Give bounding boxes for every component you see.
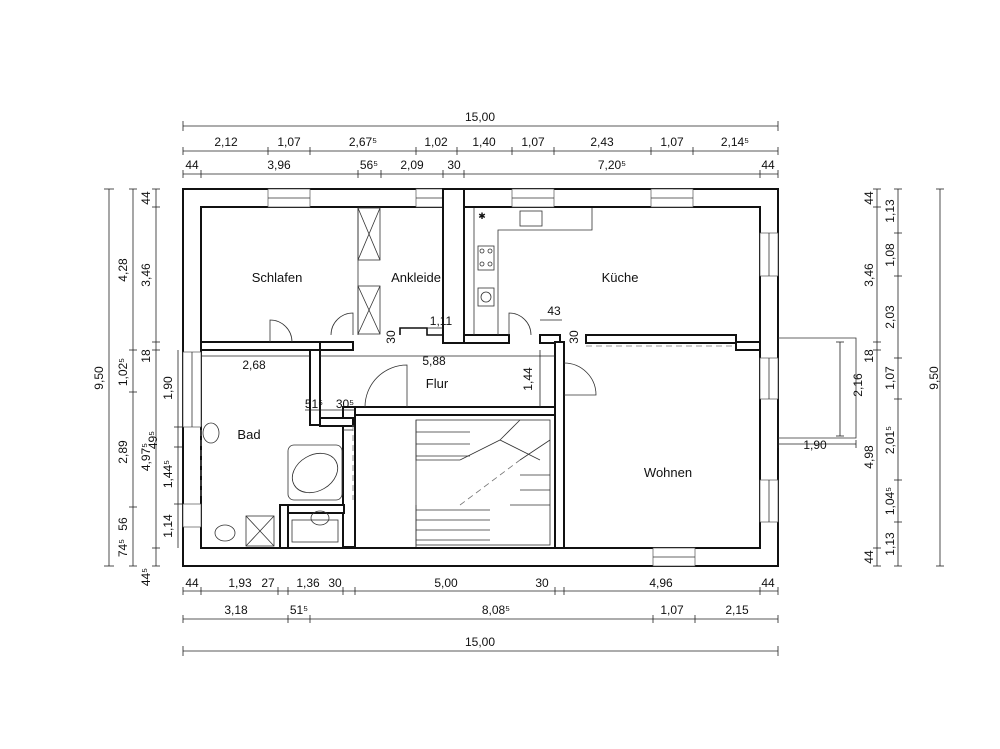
bottom-row1-dim: 44: [185, 576, 199, 590]
bottom-row1-dim: 30: [328, 576, 342, 590]
interior-dimensions: 2,68 5,88 1,44 1,11 30 30 43 51⁵ 30⁵: [201, 304, 581, 411]
top-row1-dim: 2,12: [214, 135, 238, 149]
right-inner-dim: 1,13: [883, 532, 897, 556]
top-row1-dim: 1,07: [660, 135, 684, 149]
dashed-lines: [200, 345, 736, 500]
top-row2-dim: 7,20⁵: [598, 158, 626, 172]
room-labels: Schlafen Ankleide Küche Flur Bad Wohnen: [237, 270, 692, 480]
bottom-row2-dim: 8,08⁵: [482, 603, 510, 617]
right-inner-dim: 2,01⁵: [883, 426, 897, 454]
right-inner-dim: 1,04⁵: [883, 487, 897, 515]
top-row1-dim: 2,67⁵: [349, 135, 377, 149]
balcony: [777, 337, 857, 448]
bottom-row1-dim: 1,93: [228, 576, 252, 590]
bad-offset-dim: 51⁵: [305, 397, 323, 411]
top-row1-dim: 2,43: [590, 135, 614, 149]
top-row1-dim: 1,40: [472, 135, 496, 149]
right-dimensions: 1,13 1,08 2,03 1,07 2,01⁵ 1,04⁵ 1,13 44 …: [803, 188, 944, 567]
left-middle-dim: 56: [116, 517, 130, 531]
bottom-row2-dim: 1,07: [660, 603, 684, 617]
top-row2-dim: 30: [447, 158, 461, 172]
left-dimensions: 9,50 4,28 1,02⁵ 2,89 74⁵ 44 3,46 18 4,97…: [92, 188, 182, 586]
bottom-row1-dim: 44: [761, 576, 775, 590]
top-row2-dim: 2,09: [400, 158, 424, 172]
bad-offset-dim: 30⁵: [336, 397, 354, 411]
right-middle-dim: 18: [862, 349, 876, 363]
bottom-total-dim: 15,00: [465, 635, 495, 649]
left-outer-dim: 2,89: [116, 440, 130, 464]
bath-fixtures: [202, 422, 343, 547]
room-label-ankleide: Ankleide: [391, 270, 441, 285]
bottom-row1-dim: 1,36: [296, 576, 320, 590]
right-middle-dim: 44: [862, 191, 876, 205]
right-middle-dim: 3,46: [862, 263, 876, 287]
stairs: [415, 419, 551, 547]
left-outer-dim: 4,28: [116, 258, 130, 282]
ankleide-thk-dim: 30: [384, 330, 398, 344]
bad-width-dim: 2,68: [242, 358, 266, 372]
top-row2-dim: 44: [185, 158, 199, 172]
right-inner-dim: 1,08: [883, 243, 897, 267]
bottom-row2-dim: 3,18: [224, 603, 248, 617]
flur-width-dim: 1,44: [521, 367, 535, 391]
right-total-dim: 9,50: [927, 366, 941, 390]
left-inner-dim: 1,44⁵: [161, 460, 175, 488]
bottom-row1-dim: 5,00: [434, 576, 458, 590]
right-inner-dim: 1,13: [883, 199, 897, 223]
bottom-row1-dim: 4,96: [649, 576, 673, 590]
top-total-dimension: 15,00: [465, 110, 495, 124]
left-total-dim: 9,50: [92, 366, 106, 390]
right-inner-dim: 2,03: [883, 305, 897, 329]
top-row1-dim: 1,07: [521, 135, 545, 149]
left-middle-dim: 44: [139, 191, 153, 205]
room-label-kueche: Küche: [602, 270, 639, 285]
left-middle-dim: 18: [139, 349, 153, 363]
left-middle-dim: 3,46: [139, 263, 153, 287]
left-middle-dim: 44⁵: [139, 568, 153, 586]
top-row1-dim: 2,14⁵: [721, 135, 749, 149]
doors: [269, 312, 597, 431]
left-inner-dim: 1,14: [161, 514, 175, 538]
top-row1-dim: 1,07: [277, 135, 301, 149]
kueche-thk-dim: 30: [567, 330, 581, 344]
left-outer-dim: 1,02⁵: [116, 358, 130, 386]
kitchen-star-icon: ✱: [478, 211, 486, 221]
bottom-row2-dim: 2,15: [725, 603, 749, 617]
room-label-bad: Bad: [237, 427, 260, 442]
balcony-depth-dim: 2,16: [851, 373, 865, 397]
right-middle-dim: 44: [862, 550, 876, 564]
balcony-width-dim: 1,90: [803, 438, 827, 452]
kitchen-counter: ✱: [473, 208, 593, 335]
room-label-schlafen: Schlafen: [252, 270, 303, 285]
left-outer-dim: 74⁵: [116, 539, 130, 557]
right-inner-dim: 1,07: [883, 366, 897, 390]
left-inner-dim: 49⁵: [146, 431, 160, 449]
room-label-wohnen: Wohnen: [644, 465, 692, 480]
kueche-door-dim: 43: [547, 304, 561, 318]
left-middle-dim: 4,97⁵: [139, 443, 153, 471]
bottom-dimensions: 44 1,93 27 1,36 30 5,00 30 4,96 44 3,18 …: [182, 576, 779, 656]
bottom-row1-dim: 30: [535, 576, 549, 590]
bottom-row1-dim: 27: [261, 576, 275, 590]
left-inner-dim: 1,90: [161, 376, 175, 400]
top-row2-dim: 3,96: [267, 158, 291, 172]
top-row2-dim: 56⁵: [360, 158, 378, 172]
ankleide-shelves: [357, 207, 381, 335]
ankleide-wall-dim: 1,11: [430, 314, 453, 328]
walls: [182, 188, 779, 567]
top-row2-dim: 44: [761, 158, 775, 172]
top-row1-dim: 1,02: [424, 135, 448, 149]
top-dimensions: 15,00 2,12 1,07 2,67⁵ 1,02 1,40 1,07 2,4…: [182, 110, 779, 178]
right-middle-dim: 4,98: [862, 445, 876, 469]
bottom-row2-dim: 51⁵: [290, 603, 308, 617]
flur-length-dim: 5,88: [422, 354, 446, 368]
room-label-flur: Flur: [426, 376, 449, 391]
